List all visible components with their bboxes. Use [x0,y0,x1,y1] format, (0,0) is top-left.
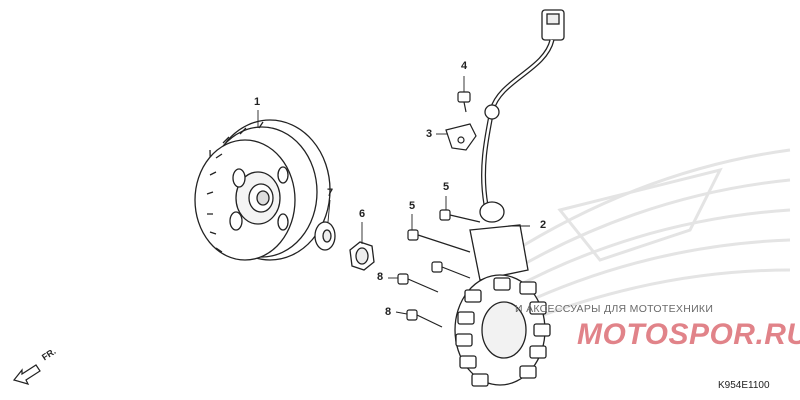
callout-2: 2 [540,219,547,231]
direction-arrow-icon [12,364,41,385]
callout-6: 6 [359,208,366,220]
small-bolt [457,91,471,113]
watermark-subtitle: И АКСЕССУАРЫ ДЛЯ МОТОТЕХНИКИ [515,303,714,315]
callout-5-lower: 5 [409,200,416,212]
bolts-5 [407,209,481,253]
watermark-brand: MOTOSPOR.RU [577,318,800,351]
callout-8-lower: 8 [385,306,392,318]
stator-assembly [454,9,565,387]
washer [314,221,336,251]
wing-watermark [499,148,791,322]
flange-nut [349,241,375,271]
callout-3: 3 [426,128,433,140]
flywheel-rotor [194,119,331,261]
callout-8-upper: 8 [377,271,384,283]
diagram-code: K954E1100 [718,380,770,391]
bolts-8 [397,261,471,328]
clamp-plate [445,123,477,151]
leader-lines [257,76,530,315]
callout-5-upper: 5 [443,181,450,193]
callout-1: 1 [254,96,261,108]
callout-7: 7 [327,187,334,199]
callout-4: 4 [461,60,468,72]
